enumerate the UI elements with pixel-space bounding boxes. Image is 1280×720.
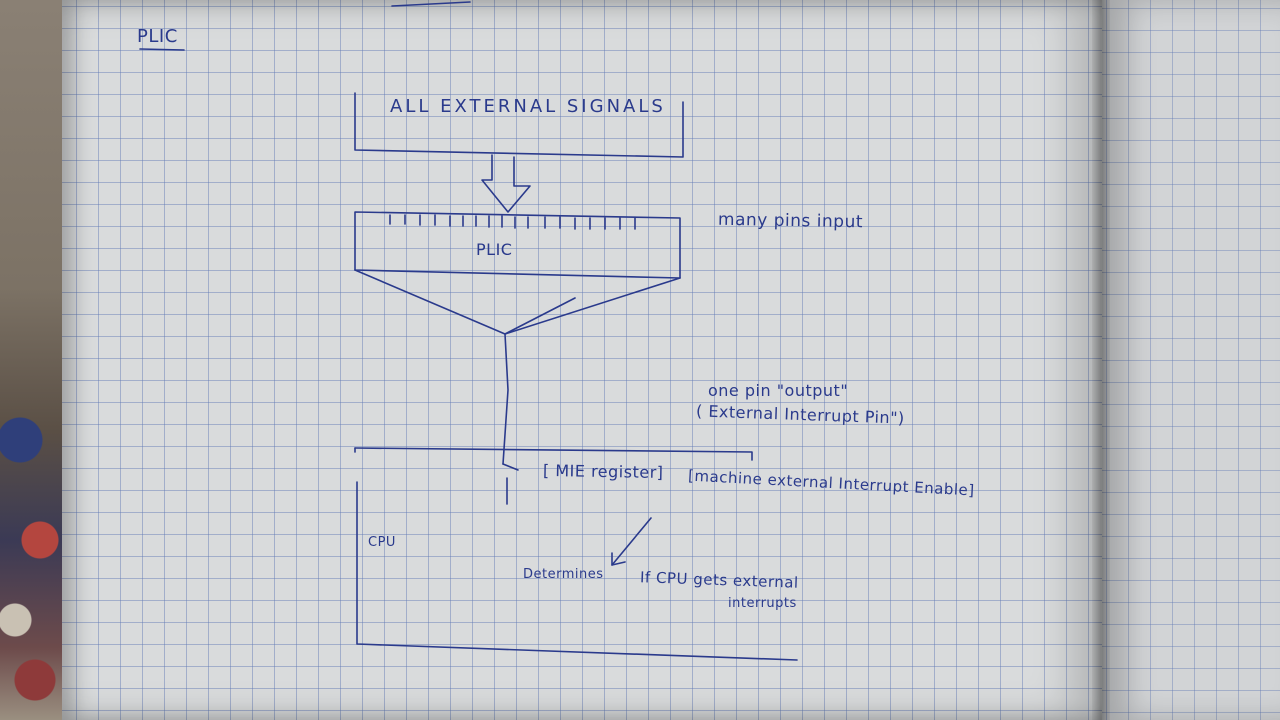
background-fabric [0,0,70,720]
source-box [354,92,684,158]
plic-funnel [354,269,681,335]
mie-register-label: [ MIE register] [542,460,664,483]
determines-label: Determines [523,567,604,582]
notebook-page-left [62,0,1102,720]
notebook-spine [1092,0,1110,720]
determines-arrow [611,517,652,566]
determines-note-line2: interrupts [728,596,797,611]
switch-lever [502,463,519,471]
page-title: PLIC [137,26,178,47]
cpu-box-top [354,447,753,461]
output-note-line1: one pin "output" [708,381,849,400]
output-line [502,333,509,465]
plic-input-pins [389,214,636,230]
cpu-box-left-bottom [356,481,798,661]
top-scribble [391,1,471,7]
source-box-label: ALL EXTERNAL SIGNALS [390,96,666,117]
funnel-inner-stroke [504,297,576,335]
signal-arrow [481,154,531,213]
notebook-page-right [1102,0,1280,720]
cpu-label: CPU [368,535,396,550]
plic-input-note: many pins input [717,209,864,233]
determines-arrowhead [611,552,626,566]
plic-box [354,211,681,279]
plic-label: PLIC [476,240,513,259]
heading-underline [139,48,185,51]
